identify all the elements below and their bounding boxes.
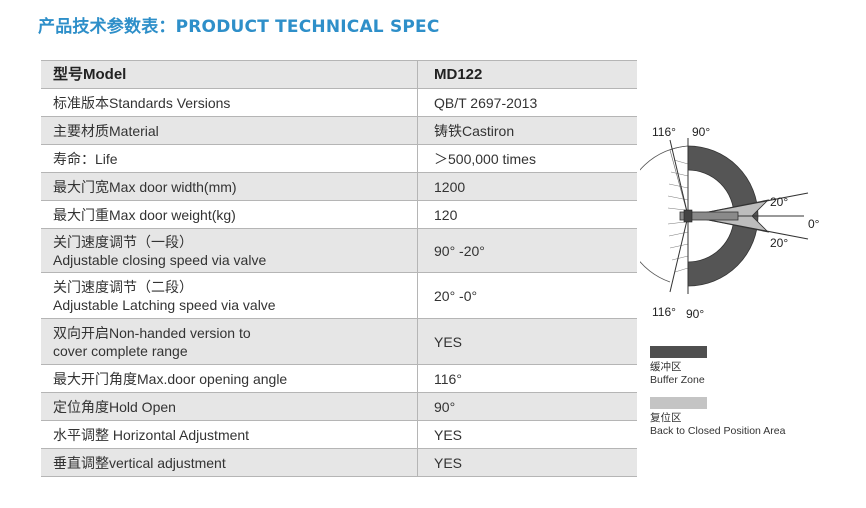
spec-row: 定位角度Hold Open 90° (41, 392, 637, 421)
legend-swatch-light (650, 397, 707, 409)
spec-label-cell: 主要材质Material (41, 116, 418, 145)
spec-value-cell: 20° -0° (417, 272, 637, 319)
page-title: 产品技术参数表：PRODUCT TECHNICAL SPEC (38, 17, 440, 37)
spec-row: 关门速度调节（二段）Adjustable Latching speed via … (41, 272, 637, 319)
spec-value-cell: 90° -20° (417, 228, 637, 273)
spec-label-cell: 最大门重Max door weight(kg) (41, 200, 418, 229)
legend-label-cn: 缓冲区 (650, 361, 682, 373)
spec-row: 垂直调整vertical adjustment YES (41, 448, 637, 477)
legend-swatch-dark (650, 346, 707, 358)
spec-value-cell: ＞500,000 times (417, 144, 637, 173)
spec-label-line: 双向开启Non-handed version to (53, 324, 251, 341)
spec-label-cell: 标准版本Standards Versions (41, 88, 418, 117)
spec-label-line: 关门速度调节（二段） (53, 278, 193, 295)
legend-label-en: Back to Closed Position Area (650, 425, 786, 437)
spec-header-value: MD122 (417, 60, 637, 89)
label-90-bottom: 90° (686, 307, 704, 321)
spec-value-cell: YES (417, 318, 637, 365)
spec-header-label: 型号Model (41, 60, 418, 89)
door-angle-diagram: 116° 90° 20° 0° 20° 116° 90° (640, 125, 820, 321)
spec-label-line: 定位角度Hold Open (53, 398, 176, 415)
spec-label-line: 最大开门角度Max.door opening angle (53, 370, 288, 387)
spec-value-cell: 铸铁Castiron (417, 116, 637, 145)
spec-value-cell: YES (417, 420, 637, 449)
spec-label-line: 寿命：Life (53, 150, 118, 167)
spec-label-cell: 关门速度调节（一段）Adjustable closing speed via v… (41, 228, 418, 273)
spec-row: 关门速度调节（一段）Adjustable closing speed via v… (41, 228, 637, 273)
spec-value-cell: QB/T 2697-2013 (417, 88, 637, 117)
spec-row: 寿命：Life ＞500,000 times (41, 144, 637, 173)
spec-label-line: 水平调整 Horizontal Adjustment (53, 426, 250, 443)
spec-label-cell: 定位角度Hold Open (41, 392, 418, 421)
label-0: 0° (808, 217, 820, 231)
spec-label-line: Adjustable closing speed via valve (53, 251, 267, 268)
spec-label-cell: 寿命：Life (41, 144, 418, 173)
spec-label-cell: 最大门宽Max door width(mm) (41, 172, 418, 201)
spec-label-line: 垂直调整vertical adjustment (53, 454, 226, 471)
spec-value-cell: 90° (417, 392, 637, 421)
spec-label-line: 最大门重Max door weight(kg) (53, 206, 236, 223)
spec-label-cell: 水平调整 Horizontal Adjustment (41, 420, 418, 449)
spec-row: 水平调整 Horizontal Adjustment YES (41, 420, 637, 449)
spec-label-line: Adjustable Latching speed via valve (53, 296, 276, 313)
label-20-upper: 20° (770, 195, 788, 209)
spec-value-cell: YES (417, 448, 637, 477)
legend-label-en: Buffer Zone (650, 374, 705, 386)
spec-row: 最大开门角度Max.door opening angle 116° (41, 364, 637, 393)
spec-row: 标准版本Standards Versions QB/T 2697-2013 (41, 88, 637, 117)
spec-label-cell: 最大开门角度Max.door opening angle (41, 364, 418, 393)
spec-label-line: cover complete range (53, 342, 188, 359)
spec-row: 最大门宽Max door width(mm) 1200 (41, 172, 637, 201)
spec-label-line: 标准版本Standards Versions (53, 94, 231, 111)
spec-value-cell: 120 (417, 200, 637, 229)
spec-value-cell: 1200 (417, 172, 637, 201)
spec-label-cell: 关门速度调节（二段）Adjustable Latching speed via … (41, 272, 418, 319)
spec-row: 最大门重Max door weight(kg) 120 (41, 200, 637, 229)
legend-closed-area: 复位区 Back to Closed Position Area (650, 397, 785, 438)
spec-label-line: 主要材质Material (53, 122, 159, 139)
spec-value-cell: 116° (417, 364, 637, 393)
label-90-top: 90° (692, 125, 710, 139)
door-leaf (679, 211, 739, 221)
label-20-lower: 20° (770, 236, 788, 250)
spec-label-line: 关门速度调节（一段） (53, 233, 193, 250)
buffer-zone-ring (687, 145, 759, 287)
legend-buffer-zone: 缓冲区 Buffer Zone (650, 346, 707, 387)
legend-label-cn: 复位区 (650, 412, 682, 424)
label-116-bottom: 116° (652, 305, 676, 319)
hatch-lines (667, 159, 689, 273)
door-pivot (683, 209, 693, 223)
spec-row: 主要材质Material 铸铁Castiron (41, 116, 637, 145)
spec-label-line: 最大门宽Max door width(mm) (53, 178, 237, 195)
label-116-top: 116° (652, 125, 676, 139)
spec-label-cell: 垂直调整vertical adjustment (41, 448, 418, 477)
swing-arc-left (640, 145, 689, 283)
